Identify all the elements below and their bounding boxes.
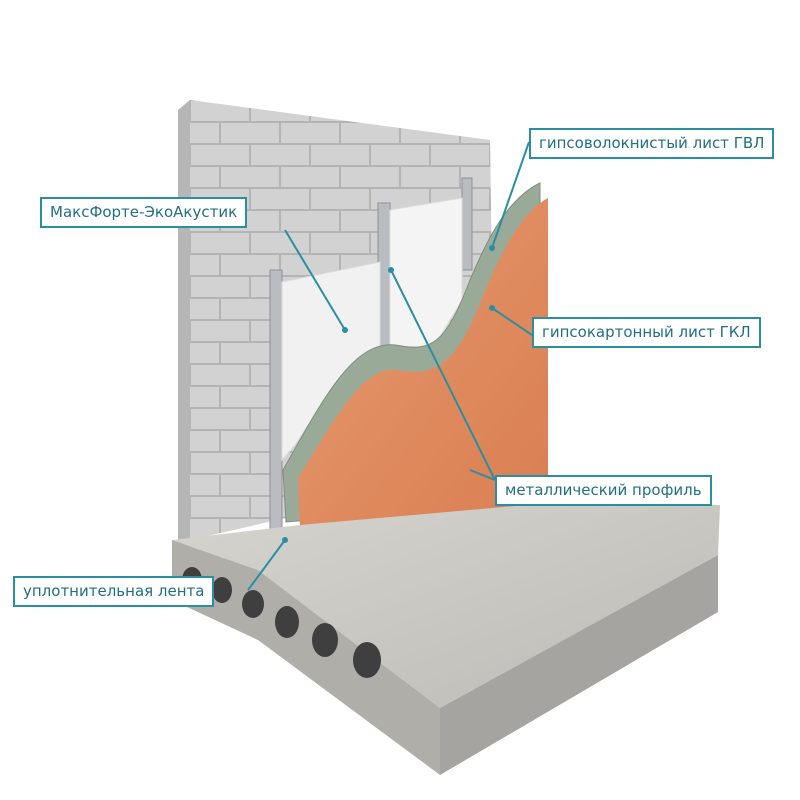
slab-top — [172, 502, 720, 708]
gkl-board — [298, 198, 548, 528]
callout-gkl: гипсокартонный лист ГКЛ — [532, 317, 761, 348]
leader-line-profile-1 — [390, 269, 496, 481]
leader-line-gvl — [491, 141, 530, 249]
callout-ecoacoustic: МаксФорте-ЭкоАкустик — [40, 197, 248, 228]
metal-profile — [461, 177, 473, 271]
brick-wall-side — [178, 100, 190, 548]
leader-lines — [247, 141, 533, 591]
callout-profile: металлический профиль — [495, 475, 712, 506]
leader-line-ecoacoustic — [284, 229, 346, 331]
leader-line-profile-2 — [469, 469, 496, 481]
leader-dots — [282, 245, 495, 543]
leader-line-gkl — [491, 307, 533, 336]
callout-gvl: гипсоволокнистый лист ГВЛ — [529, 128, 775, 159]
slab-front — [172, 540, 440, 775]
insulation-panel — [389, 197, 463, 351]
slab-side — [440, 555, 718, 775]
leader-line-tape — [247, 539, 286, 591]
callout-tape: уплотнительная лента — [13, 576, 215, 607]
metal-profile — [269, 269, 283, 533]
